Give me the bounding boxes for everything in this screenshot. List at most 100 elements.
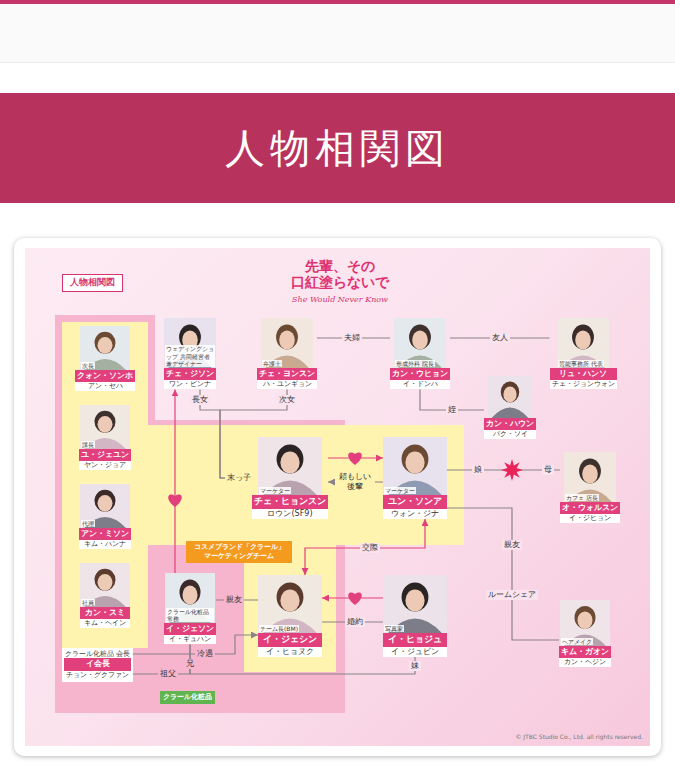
- relation-label: 次女: [277, 395, 297, 405]
- character-card: チーム長(BM)イ・ジェシンイ・ヒョヌク: [258, 575, 322, 657]
- logo-subtitle: She Would Never Know: [290, 295, 390, 305]
- portrait-ground: [80, 405, 130, 449]
- portrait: 代理: [80, 484, 130, 528]
- portrait-face: [280, 590, 299, 612]
- character-name: キム・ガオン: [559, 646, 611, 658]
- character-name: ユ・ジェユン: [79, 449, 131, 461]
- character-card: 弁護士チェ・ヨンスンハ・ユンギョン: [257, 318, 317, 389]
- portrait-hair: [501, 381, 519, 402]
- character-name: イ・ジェソン: [164, 623, 216, 635]
- portrait-face: [98, 416, 113, 433]
- character-card: カフェ 店長オ・ウォルスンイ・ジヒョン: [560, 452, 620, 523]
- portrait-hair: [95, 332, 116, 354]
- role-text: 課長: [81, 441, 95, 448]
- portrait-hair: [277, 583, 304, 612]
- portrait: ウェディングショップ 共同経営者 兼デザイナー: [164, 318, 216, 368]
- character-name: オ・ウォルスン: [560, 502, 620, 514]
- portrait-hair: [575, 606, 596, 629]
- role-text: クラール化粧品 会長: [64, 650, 131, 658]
- character-name: イ会長: [64, 658, 131, 670]
- relation-label: 親友: [224, 595, 244, 605]
- drama-logo: 先輩、その 口紅塗らないで: [283, 258, 397, 290]
- actor-name: ワン・ビンナ: [164, 380, 216, 389]
- character-card: 社員カン・スミキム・ヘイン: [80, 563, 130, 628]
- relation-label: 夫婦: [342, 333, 362, 343]
- role-text: 写真家: [384, 625, 404, 632]
- actor-name: チョン・グクファン: [64, 671, 131, 680]
- portrait-face: [405, 590, 424, 612]
- portrait-ground: [394, 318, 446, 368]
- actor-name: キム・ハンナ: [79, 540, 131, 549]
- role-text: カフェ 店長: [565, 494, 599, 501]
- character-card: 課長ユ・ジェユンヤン・ジョア: [79, 405, 131, 470]
- relation-label: 祖父: [158, 669, 178, 679]
- role-text: ヘアメイク: [561, 638, 593, 645]
- relation-label: 頼もしい 後輩: [335, 472, 375, 491]
- role-text: 次長: [81, 362, 95, 369]
- portrait-hair: [579, 459, 601, 484]
- actor-name: イ・ジヒョン: [560, 514, 620, 523]
- relation-label: 長女: [190, 395, 210, 405]
- portrait-ground: [258, 575, 322, 633]
- portrait-ground: [164, 318, 216, 368]
- actor-name: イ・ドンハ: [390, 380, 450, 389]
- relation-label: 末っ子: [225, 473, 253, 483]
- character-card: マーケターユン・ソンアウォン・ジナ: [383, 437, 447, 519]
- character-name: アン・ミソン: [79, 528, 131, 540]
- relation-label: 親友: [502, 540, 522, 550]
- role-text: 社員: [81, 599, 95, 606]
- portrait-face: [412, 331, 428, 350]
- conflict-burst: [501, 459, 523, 481]
- portrait-face: [578, 612, 593, 629]
- relation-line: [174, 389, 175, 573]
- actor-name: カン・ヘジン: [559, 658, 611, 667]
- portrait-ground: [383, 437, 447, 495]
- portrait: カフェ 店長: [564, 452, 616, 502]
- role-text: 芸能事務所 代表: [558, 360, 604, 367]
- portrait-ground: [383, 575, 447, 633]
- character-name: クォン・ソンホ: [75, 370, 135, 382]
- group-label: コスメブランド「クラール」 マーケティングチーム: [186, 541, 292, 563]
- portrait-face: [582, 465, 598, 484]
- portrait-face: [405, 452, 424, 474]
- character-card: マーケターチェ・ヒョンスンロウン(SF9): [252, 437, 328, 519]
- character-name: イ・ヒョジュ: [383, 633, 447, 647]
- actor-name: イ・ヒョヌク: [258, 647, 322, 657]
- character-name: カン・ウヒョン: [390, 368, 450, 380]
- character-name: チェ・ジソン: [164, 368, 216, 380]
- character-card: 次長クォン・ソンホアン・セハ: [75, 326, 135, 391]
- character-card: 代理アン・ミソンキム・ハンナ: [79, 484, 131, 549]
- relation-label: 姪: [446, 405, 458, 415]
- portrait-ground: [560, 600, 610, 646]
- character-card: 写真家イ・ヒョジュイ・ジュビン: [383, 575, 447, 657]
- portrait: [488, 376, 532, 418]
- portrait-ground: [261, 318, 313, 368]
- role-text: 弁護士: [262, 360, 282, 367]
- relation-label: 冷遇: [195, 649, 215, 659]
- role-text: マーケター: [259, 487, 291, 494]
- relation-label: 妹: [409, 661, 421, 671]
- role-text: マーケター: [384, 487, 416, 494]
- portrait-hair: [402, 583, 429, 612]
- character-card: クラール化粧品 会長イ会長チョン・グクファン: [62, 648, 133, 682]
- portrait: ヘアメイク: [560, 600, 610, 646]
- group-label: クラール化粧品: [160, 691, 215, 704]
- copyright-note: © JTBC Studio Co., Ltd. all rights reser…: [513, 733, 645, 740]
- portrait-ground: [258, 437, 322, 495]
- character-card: 芸能事務所 代表リュ・ハンソチェ・ジョンウォン: [550, 318, 617, 389]
- portrait-face: [98, 337, 113, 354]
- role-text: クラール化粧品 常務: [166, 608, 214, 622]
- portrait: 芸能事務所 代表: [557, 318, 609, 368]
- character-name: イ・ジェシン: [258, 633, 322, 647]
- page-title: 人物相関図: [0, 93, 675, 203]
- actor-name: イ・ギュハン: [164, 635, 216, 644]
- portrait-ground: [80, 563, 130, 607]
- actor-name: ヤン・ジョア: [79, 461, 131, 470]
- portrait-ground: [488, 376, 532, 418]
- portrait-art: [488, 376, 532, 418]
- portrait: 次長: [80, 326, 130, 370]
- character-name: チェ・ヒョンスン: [252, 495, 328, 509]
- portrait-face: [280, 452, 299, 474]
- role-text: 代理: [81, 520, 95, 527]
- portrait: チーム長(BM): [258, 575, 322, 633]
